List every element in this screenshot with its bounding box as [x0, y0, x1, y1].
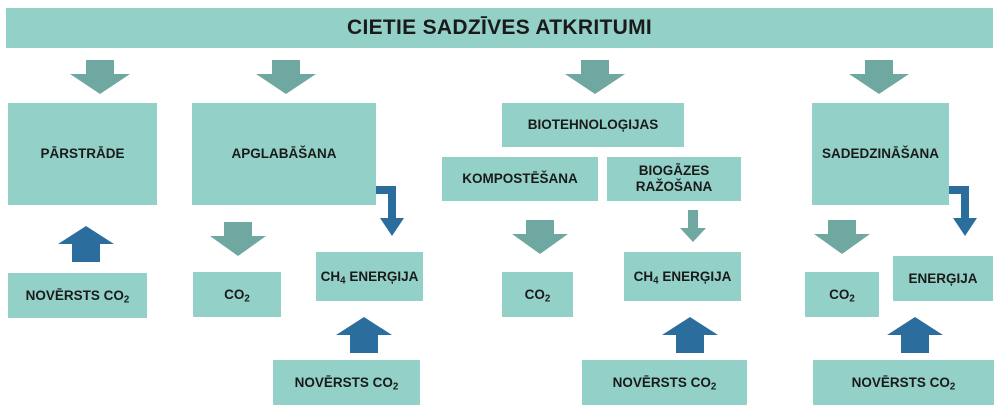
biogazes-razosana-box: BIOGĀZES RAŽOŠANA: [607, 157, 741, 201]
kompostesana-box: KOMPOSTĒŠANA: [442, 157, 598, 201]
apglabasana-label: APGLABĀŠANA: [231, 146, 337, 162]
biotehnologijas-label: BIOTEHNOLOĢIJAS: [527, 117, 659, 133]
down-arrow-icon: [512, 220, 568, 254]
sadedzinasana-box: SADEDZINĀŠANA: [812, 103, 949, 205]
ch4-energija-box: CH4 ENERĢIJA: [316, 252, 423, 301]
up-arrow-icon: [662, 317, 718, 353]
noversts-co2-box: NOVĒRSTS CO2: [582, 360, 747, 405]
bent-arrow-icon: [376, 186, 404, 236]
down-arrow-icon: [210, 222, 266, 256]
biotehnologijas-box: BIOTEHNOLOĢIJAS: [502, 103, 684, 147]
energija-box: ENERĢIJA: [893, 256, 993, 301]
down-arrow-icon: [70, 60, 130, 94]
noversts-co2-box: NOVĒRSTS CO2: [273, 360, 420, 405]
sadedzinasana-label: SADEDZINĀŠANA: [821, 146, 939, 162]
bent-arrow-icon: [949, 186, 977, 236]
down-arrow-icon: [256, 60, 316, 94]
down-arrow-icon: [814, 220, 870, 254]
co2-box: CO2: [805, 272, 879, 317]
title-bar: CIETIE SADZĪVES ATKRITUMI: [6, 8, 993, 48]
noversts-co2-box: NOVĒRSTS CO2: [8, 273, 147, 318]
co2-box: CO2: [502, 272, 573, 317]
down-arrow-icon: [849, 60, 909, 94]
title-text: CIETIE SADZĪVES ATKRITUMI: [346, 15, 652, 39]
ch4-energija-box: CH4 ENERĢIJA: [624, 252, 741, 301]
up-arrow-icon: [887, 317, 943, 353]
co2-box: CO2: [193, 272, 281, 317]
biogazes-label-line2: RAŽOŠANA: [635, 179, 713, 194]
biogazes-label-line1: BIOGĀZES: [638, 163, 710, 179]
parstrade-label: PĀRSTRĀDE: [40, 146, 125, 162]
down-arrow-icon: [680, 210, 706, 242]
up-arrow-icon: [336, 317, 392, 353]
kompostesana-label: KOMPOSTĒŠANA: [462, 171, 578, 187]
parstrade-box: PĀRSTRĀDE: [8, 103, 157, 205]
up-arrow-icon: [58, 226, 114, 262]
down-arrow-icon: [565, 60, 625, 94]
noversts-co2-box: NOVĒRSTS CO2: [813, 360, 994, 405]
apglabasana-box: APGLABĀŠANA: [192, 103, 376, 205]
energija-label: ENERĢIJA: [908, 270, 978, 286]
